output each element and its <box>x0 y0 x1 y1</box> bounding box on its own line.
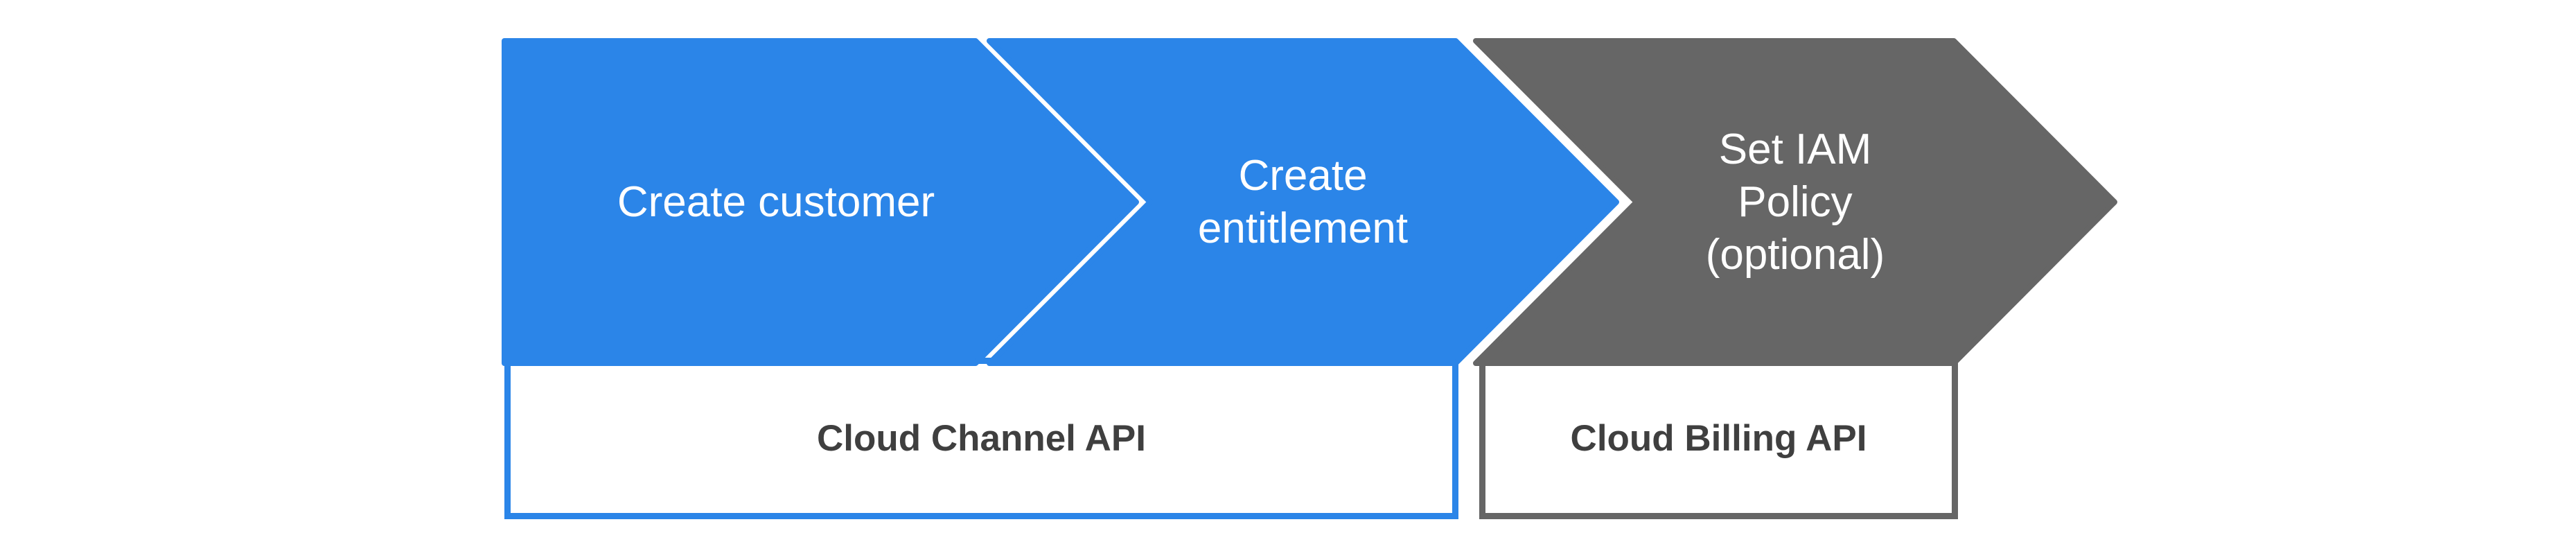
cloud-channel-api-label: Cloud Channel API <box>816 418 1147 459</box>
step-arrow-create-customer <box>502 38 1139 366</box>
step-arrow-set-iam-policy <box>1473 38 2117 366</box>
cloud-billing-api-label: Cloud Billing API <box>1570 418 1867 459</box>
cloud-billing-api-box: Cloud Billing API <box>1479 358 1958 519</box>
step-arrow-create-entitlement <box>987 38 1619 366</box>
